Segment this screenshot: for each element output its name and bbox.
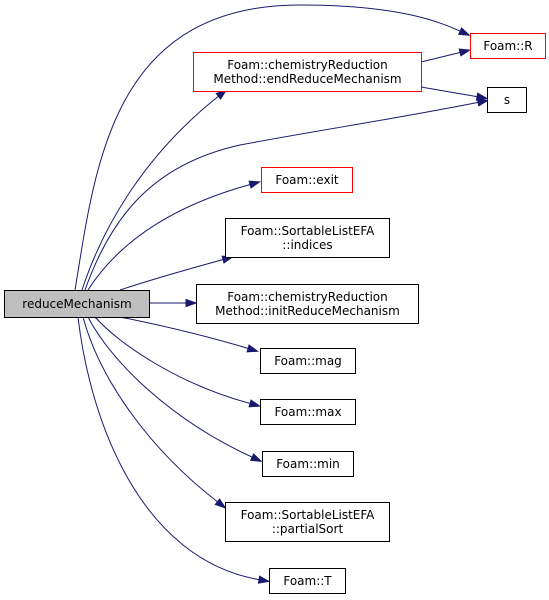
node-label-line: Foam::min <box>276 457 340 471</box>
edge-line <box>84 101 481 291</box>
edge-endReduce-to-R <box>420 48 472 63</box>
node-label-line: Foam::SortableListEFA <box>241 224 376 238</box>
node-partialSort[interactable]: Foam::SortableListEFA::partialSort <box>225 502 390 542</box>
edge-line <box>77 316 262 581</box>
edge-root-to-exit <box>87 180 262 291</box>
node-initReduce[interactable]: Foam::chemistryReductionMethod::initRedu… <box>196 284 419 324</box>
node-label-line: Foam::mag <box>274 354 342 368</box>
arrowhead <box>475 92 489 101</box>
edge-root-to-R <box>74 4 471 291</box>
edges-layer <box>74 4 490 584</box>
node-min[interactable]: Foam::min <box>262 451 354 477</box>
edge-root-to-partialSort <box>82 316 227 509</box>
node-exit[interactable]: Foam::exit <box>261 167 353 193</box>
node-box <box>470 33 546 59</box>
node-label-line: Foam::max <box>274 405 341 419</box>
node-box <box>260 348 356 374</box>
node-label-line: Method::initReduceMechanism <box>215 304 400 318</box>
edge-line <box>87 316 255 459</box>
arrowhead <box>214 498 227 509</box>
node-label-line: Foam::T <box>283 574 332 588</box>
edge-root-to-max <box>94 316 262 408</box>
edge-line <box>81 94 221 291</box>
arrowhead <box>257 575 271 584</box>
node-R[interactable]: Foam::R <box>470 33 546 59</box>
node-box <box>196 284 419 324</box>
edge-root-to-mag <box>119 316 260 353</box>
edge-line <box>119 258 226 291</box>
arrowhead <box>248 399 262 408</box>
node-label-line: ::indices <box>282 238 332 252</box>
node-label-line: Foam::chemistryReduction <box>227 290 388 304</box>
edge-line <box>94 316 253 405</box>
arrowhead <box>458 48 472 57</box>
node-box <box>225 502 390 542</box>
node-label-line: Method::endReduceMechanism <box>213 72 401 86</box>
arrowhead <box>246 344 260 353</box>
node-box <box>4 290 150 318</box>
node-label-line: Foam::exit <box>275 173 339 187</box>
node-label-line: s <box>504 93 510 107</box>
edge-root-to-endReduce <box>81 89 228 291</box>
edge-root-to-T <box>77 316 271 584</box>
edge-line <box>82 316 220 504</box>
arrowhead <box>457 27 471 36</box>
node-mag[interactable]: Foam::mag <box>260 348 356 374</box>
node-label-line: Foam::R <box>483 39 532 53</box>
node-root[interactable]: reduceMechanism <box>4 290 150 318</box>
edge-line <box>420 86 480 98</box>
node-box <box>260 399 356 425</box>
node-box <box>193 52 422 92</box>
node-T[interactable]: Foam::T <box>269 568 346 594</box>
node-box <box>225 218 390 258</box>
edge-line <box>420 51 463 63</box>
edge-line <box>74 4 463 291</box>
edge-line <box>87 183 253 291</box>
node-max[interactable]: Foam::max <box>260 399 356 425</box>
node-s[interactable]: s <box>487 87 527 113</box>
nodes-layer: reduceMechanism Foam::RFoam::chemistryRed… <box>4 33 546 594</box>
node-box <box>261 167 353 193</box>
node-box <box>487 87 527 113</box>
node-box <box>262 451 354 477</box>
edge-root-to-s <box>84 98 490 291</box>
arrowhead <box>248 180 262 189</box>
node-label-line: Foam::chemistryReduction <box>227 58 388 72</box>
edge-endReduce-to-s <box>420 86 489 101</box>
edge-line <box>119 316 251 350</box>
node-box <box>269 568 346 594</box>
edge-root-to-min <box>87 316 263 462</box>
node-endReduce[interactable]: Foam::chemistryReductionMethod::endReduc… <box>193 52 422 92</box>
node-label-line: Foam::SortableListEFA <box>241 508 376 522</box>
arrowhead <box>185 298 198 308</box>
node-label-line: ::partialSort <box>272 522 344 536</box>
node-indices[interactable]: Foam::SortableListEFA::indices <box>225 218 390 258</box>
arrowhead <box>249 453 263 462</box>
arrowhead <box>476 98 490 107</box>
node-label-line: reduceMechanism <box>22 297 131 311</box>
edge-root-to-initReduce <box>149 298 198 308</box>
